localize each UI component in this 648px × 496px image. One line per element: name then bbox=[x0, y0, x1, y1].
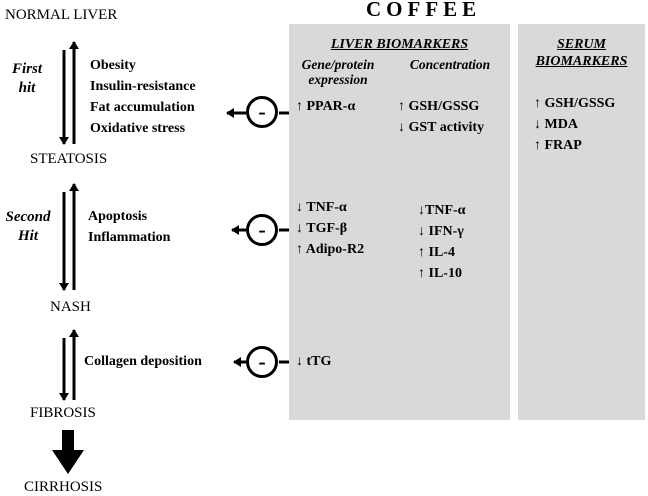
factor-oxidative-stress: Oxidative stress bbox=[90, 121, 186, 136]
gene-header-line-2: expression bbox=[308, 72, 368, 87]
gene-item: ↓ TNF-α bbox=[296, 200, 347, 215]
stage-normal-liver: NORMAL LIVER bbox=[5, 7, 118, 23]
fibrosis-factors: Collagen deposition bbox=[84, 351, 202, 372]
gene-first-hit-list: ↑ PPAR-α bbox=[296, 96, 355, 117]
conc-second-hit-list: ↓TNF-α ↓ IFN-γ ↑ IL-4 ↑ IL-10 bbox=[418, 200, 465, 284]
first-hit-line-1: First bbox=[11, 61, 42, 77]
conc-item: ↑ GSH/GSSG bbox=[398, 99, 480, 114]
factor-insulin-resistance: Insulin-resistance bbox=[90, 79, 196, 94]
factor-obesity: Obesity bbox=[90, 58, 136, 73]
serum-title-line-1: SERUM bbox=[556, 37, 607, 52]
factor-inflammation: Inflammation bbox=[88, 230, 171, 245]
conc-item: ↓TNF-α bbox=[418, 203, 466, 218]
stage-fibrosis: FIBROSIS bbox=[30, 405, 96, 421]
first-hit-label: First hit bbox=[8, 60, 46, 98]
serum-biomarkers-title: SERUM BIOMARKERS bbox=[518, 36, 645, 70]
gene-item: ↓ tTG bbox=[296, 354, 332, 369]
stage-cirrhosis: CIRRHOSIS bbox=[24, 479, 103, 495]
first-hit-line-2: hit bbox=[18, 80, 36, 96]
liver-biomarkers-panel bbox=[289, 24, 510, 420]
serum-item: ↓ MDA bbox=[534, 117, 578, 132]
factor-collagen-deposition: Collagen deposition bbox=[84, 354, 202, 369]
inhibition-icon-second-hit: - bbox=[246, 214, 278, 246]
coffee-title: COFFEE bbox=[366, 0, 482, 21]
stage-steatosis: STEATOSIS bbox=[30, 151, 108, 167]
first-hit-factors: Obesity Insulin-resistance Fat accumulat… bbox=[90, 55, 196, 139]
serum-item: ↑ GSH/GSSG bbox=[534, 96, 616, 111]
stage-nash: NASH bbox=[50, 299, 91, 315]
gene-item: ↓ TGF-β bbox=[296, 221, 348, 236]
serum-biomarkers-panel bbox=[518, 24, 645, 420]
conc-first-hit-list: ↑ GSH/GSSG ↓ GST activity bbox=[398, 96, 484, 138]
inhibition-icon-fibrosis: - bbox=[246, 346, 278, 378]
second-hit-label: Second Hit bbox=[0, 208, 56, 246]
conc-item: ↓ GST activity bbox=[398, 120, 485, 135]
factor-fat-accumulation: Fat accumulation bbox=[90, 100, 195, 115]
serum-biomarker-list: ↑ GSH/GSSG ↓ MDA ↑ FRAP bbox=[534, 93, 615, 156]
conc-item: ↓ IFN-γ bbox=[418, 224, 464, 239]
serum-item: ↑ FRAP bbox=[534, 138, 582, 153]
gene-fibrosis-list: ↓ tTG bbox=[296, 351, 331, 372]
gene-second-hit-list: ↓ TNF-α ↓ TGF-β ↑ Adipo-R2 bbox=[296, 197, 364, 260]
factor-apoptosis: Apoptosis bbox=[88, 209, 148, 224]
second-hit-line-2: Hit bbox=[17, 228, 38, 244]
gene-header-line-1: Gene/protein bbox=[301, 57, 375, 72]
second-hit-factors: Apoptosis Inflammation bbox=[88, 206, 170, 248]
conc-item: ↑ IL-4 bbox=[418, 245, 455, 260]
serum-title-line-2: BIOMARKERS bbox=[535, 54, 628, 69]
gene-expression-header: Gene/protein expression bbox=[289, 57, 387, 87]
second-hit-line-1: Second bbox=[5, 209, 51, 225]
concentration-header: Concentration bbox=[409, 57, 491, 72]
conc-item: ↑ IL-10 bbox=[418, 266, 462, 281]
cirrhosis-arrow bbox=[52, 430, 84, 474]
liver-biomarkers-title: LIVER BIOMARKERS bbox=[330, 37, 469, 52]
inhibition-icon-first-hit: - bbox=[246, 96, 278, 128]
gene-item: ↑ Adipo-R2 bbox=[296, 242, 365, 257]
gene-item: ↑ PPAR-α bbox=[296, 99, 356, 114]
